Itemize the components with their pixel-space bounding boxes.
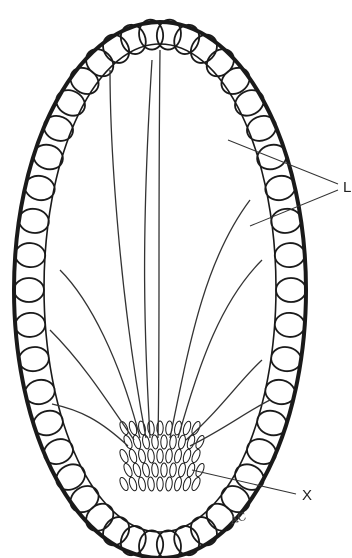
peripheral-cell [274,242,306,268]
bundle-cell [165,449,173,464]
bundle-cell [147,421,155,436]
internal-filaments [50,50,270,446]
bundle-cell [182,448,192,463]
peripheral-cell [201,44,239,82]
label-l: L [343,180,351,195]
bundle-cell [186,462,196,477]
bundle-cell [128,448,138,463]
bundle-cell [157,449,163,463]
bundle-cell [157,477,163,491]
bundle-cell [173,476,182,491]
bundle-cell [137,476,146,491]
bundle-cell [147,449,155,464]
bundle-cell [122,462,134,477]
label-x: X [302,488,312,503]
bundle-cell [137,448,146,463]
peripheral-cell [98,30,135,68]
bundle-cell [118,476,130,491]
bundle-cell [190,420,202,435]
bundle-cell [190,476,202,491]
bundle-cell [173,448,182,463]
peripheral-cell [65,481,103,518]
basal-cell-bundle [118,420,206,491]
bundle-cell [128,476,138,491]
peripheral-cell [216,62,254,99]
peripheral-cell [98,512,135,550]
peripheral-cell [65,62,103,99]
bundle-cell [141,462,150,477]
peripheral-cell [14,278,44,302]
bundle-cell [186,434,196,449]
bundle-cell [147,477,155,492]
bundle-cell [161,463,167,477]
bundle-cell [165,477,173,492]
bundle-cell [190,448,202,463]
bundle-cell [169,463,177,478]
bundle-cell [177,462,186,477]
bundle-cell [132,462,142,477]
peripheral-cell [185,30,222,68]
bundle-cell [132,434,142,449]
bundle-cell [182,476,192,491]
bundle-cell [194,434,206,449]
bundle-cell [118,448,130,463]
bundle-cell [182,420,192,435]
peripheral-cell [14,242,46,268]
peripheral-cell [81,498,119,536]
bundle-cell [194,462,206,477]
peripheral-cell [276,278,306,302]
bundle-cell [161,435,167,449]
bundle-cell [118,420,130,435]
bundle-cell [151,463,159,478]
peripheral-cell [14,312,46,338]
peripheral-cell [185,512,222,550]
peripheral-cell [81,44,119,82]
peripheral-cell [274,312,306,338]
